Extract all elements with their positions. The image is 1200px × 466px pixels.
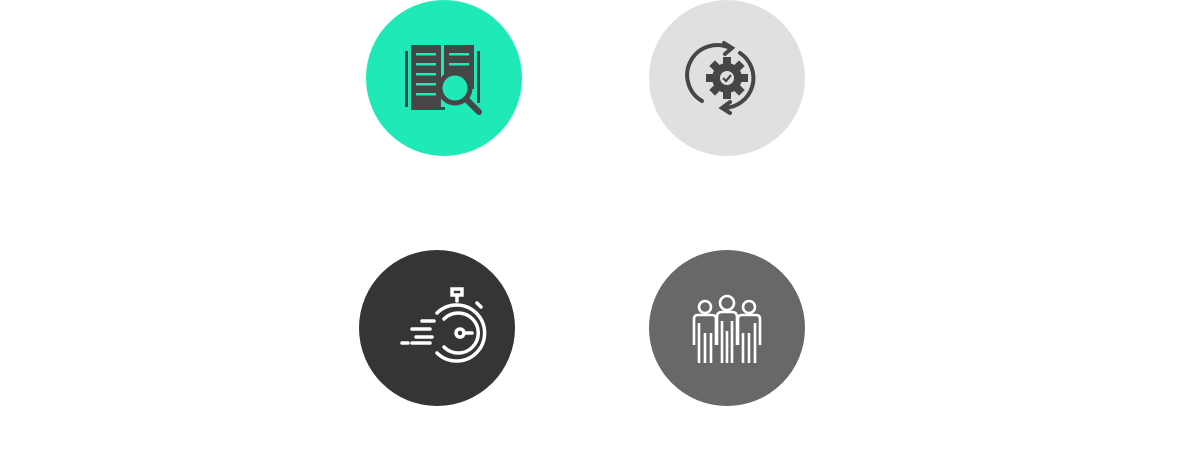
book-search-circle bbox=[366, 0, 522, 156]
stopwatch-circle bbox=[359, 250, 515, 406]
book-search-icon bbox=[405, 45, 482, 115]
gear-sync-icon bbox=[685, 41, 756, 115]
team-people-icon bbox=[692, 294, 762, 363]
gear-sync-circle bbox=[649, 0, 805, 156]
team-circle bbox=[649, 250, 805, 406]
stopwatch-fast-icon bbox=[400, 287, 487, 363]
